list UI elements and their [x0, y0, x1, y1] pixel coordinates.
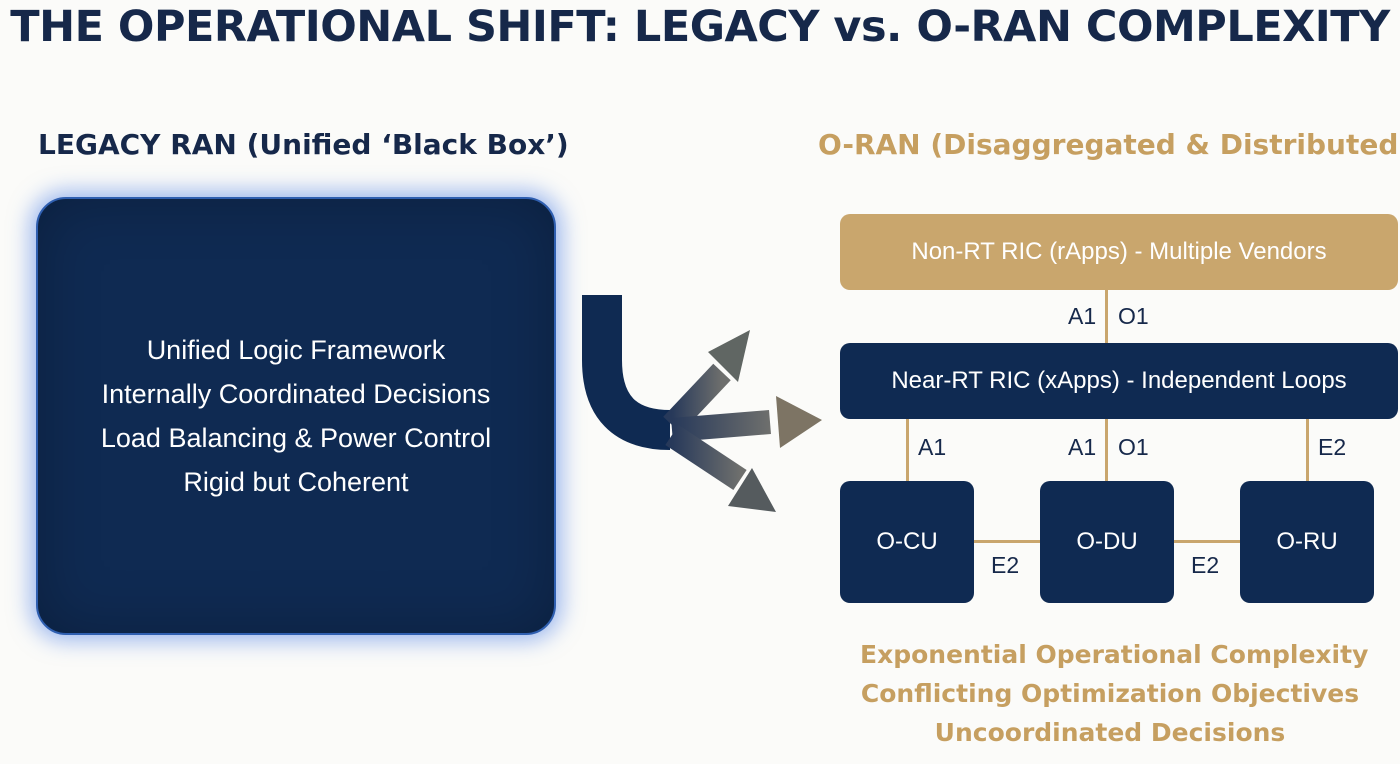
- connector-nearrt-odu: [1105, 419, 1108, 481]
- connector-nearrt-oru: [1306, 419, 1309, 481]
- interface-label-du-o1: O1: [1118, 434, 1149, 460]
- footer-line-exponential-complexity: Exponential Operational Complexity: [860, 640, 1369, 669]
- legacy-black-box: Unified Logic Framework Internally Coord…: [36, 197, 556, 635]
- near-rt-ric-box: Near-RT RIC (xApps) - Independent Loops: [840, 343, 1398, 419]
- diverging-arrow-icon: [582, 295, 822, 512]
- legacy-line-coordinated-decisions: Internally Coordinated Decisions: [101, 379, 491, 409]
- interface-label-top-o1: O1: [1118, 303, 1149, 329]
- interface-label-du-a1: A1: [1068, 434, 1097, 460]
- interface-label-cu-du-e2: E2: [991, 552, 1020, 578]
- legacy-ran-heading: LEGACY RAN (Unified ‘Black Box’): [38, 128, 569, 161]
- o-ru-box: O-RU: [1240, 481, 1374, 603]
- connector-nearrt-ocu: [906, 419, 909, 481]
- non-rt-ric-box: Non-RT RIC (rApps) - Multiple Vendors: [840, 214, 1398, 290]
- interface-label-cu-a1: A1: [918, 434, 947, 460]
- connector-odu-oru: [1174, 540, 1240, 543]
- page-title: THE OPERATIONAL SHIFT: LEGACY vs. O-RAN …: [10, 2, 1390, 52]
- interface-label-ru-e2: E2: [1318, 434, 1347, 460]
- o-du-box: O-DU: [1040, 481, 1174, 603]
- legacy-line-rigid-coherent: Rigid but Coherent: [183, 467, 409, 497]
- legacy-line-unified-logic: Unified Logic Framework: [146, 335, 446, 365]
- footer-line-conflicting-objectives: Conflicting Optimization Objectives: [860, 679, 1360, 708]
- interface-label-du-ru-e2: E2: [1191, 552, 1220, 578]
- legacy-line-load-balancing: Load Balancing & Power Control: [100, 423, 492, 453]
- oran-heading: O-RAN (Disaggregated & Distributed): [818, 128, 1400, 161]
- interface-label-top-a1: A1: [1068, 303, 1097, 329]
- footer-line-uncoordinated-decisions: Uncoordinated Decisions: [934, 718, 1286, 747]
- connector-nonrt-nearrt: [1105, 290, 1108, 343]
- o-cu-box: O-CU: [840, 481, 974, 603]
- connector-ocu-odu: [974, 540, 1040, 543]
